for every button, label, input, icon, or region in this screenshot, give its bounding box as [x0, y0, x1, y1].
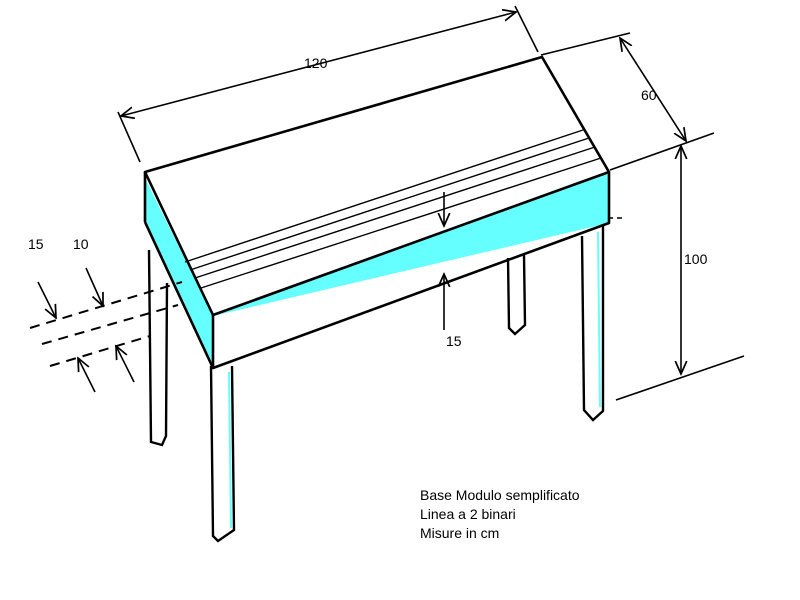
table-legs: [147, 226, 605, 543]
dimension-skirt-label: 15: [446, 333, 462, 349]
dimension-height: [615, 146, 745, 401]
leg-back-right: [506, 254, 527, 336]
rails: [184, 129, 602, 289]
dimension-length: [117, 5, 539, 163]
caption-subtitle: Linea a 2 binari: [420, 506, 516, 522]
dimension-height-label: 100: [684, 251, 708, 267]
leg-front-left: [209, 365, 236, 543]
dimension-depth-label: 60: [641, 87, 657, 103]
caption-title: Base Modulo semplificato: [420, 487, 580, 503]
caption-units: Misure in cm: [420, 525, 500, 541]
dimension-left-inner-label: 10: [73, 236, 89, 252]
caption-block: Base Modulo semplificato Linea a 2 binar…: [420, 486, 580, 543]
dimension-length-label: 120: [304, 55, 328, 71]
projection-lines: [29, 281, 183, 367]
leg-front-right: [580, 226, 605, 422]
leg-back-left: [147, 249, 169, 447]
dimension-left-outer-label: 15: [28, 236, 44, 252]
skirt-left: [145, 178, 213, 368]
dimension-left: [37, 267, 135, 393]
dimension-depth: [540, 32, 715, 171]
